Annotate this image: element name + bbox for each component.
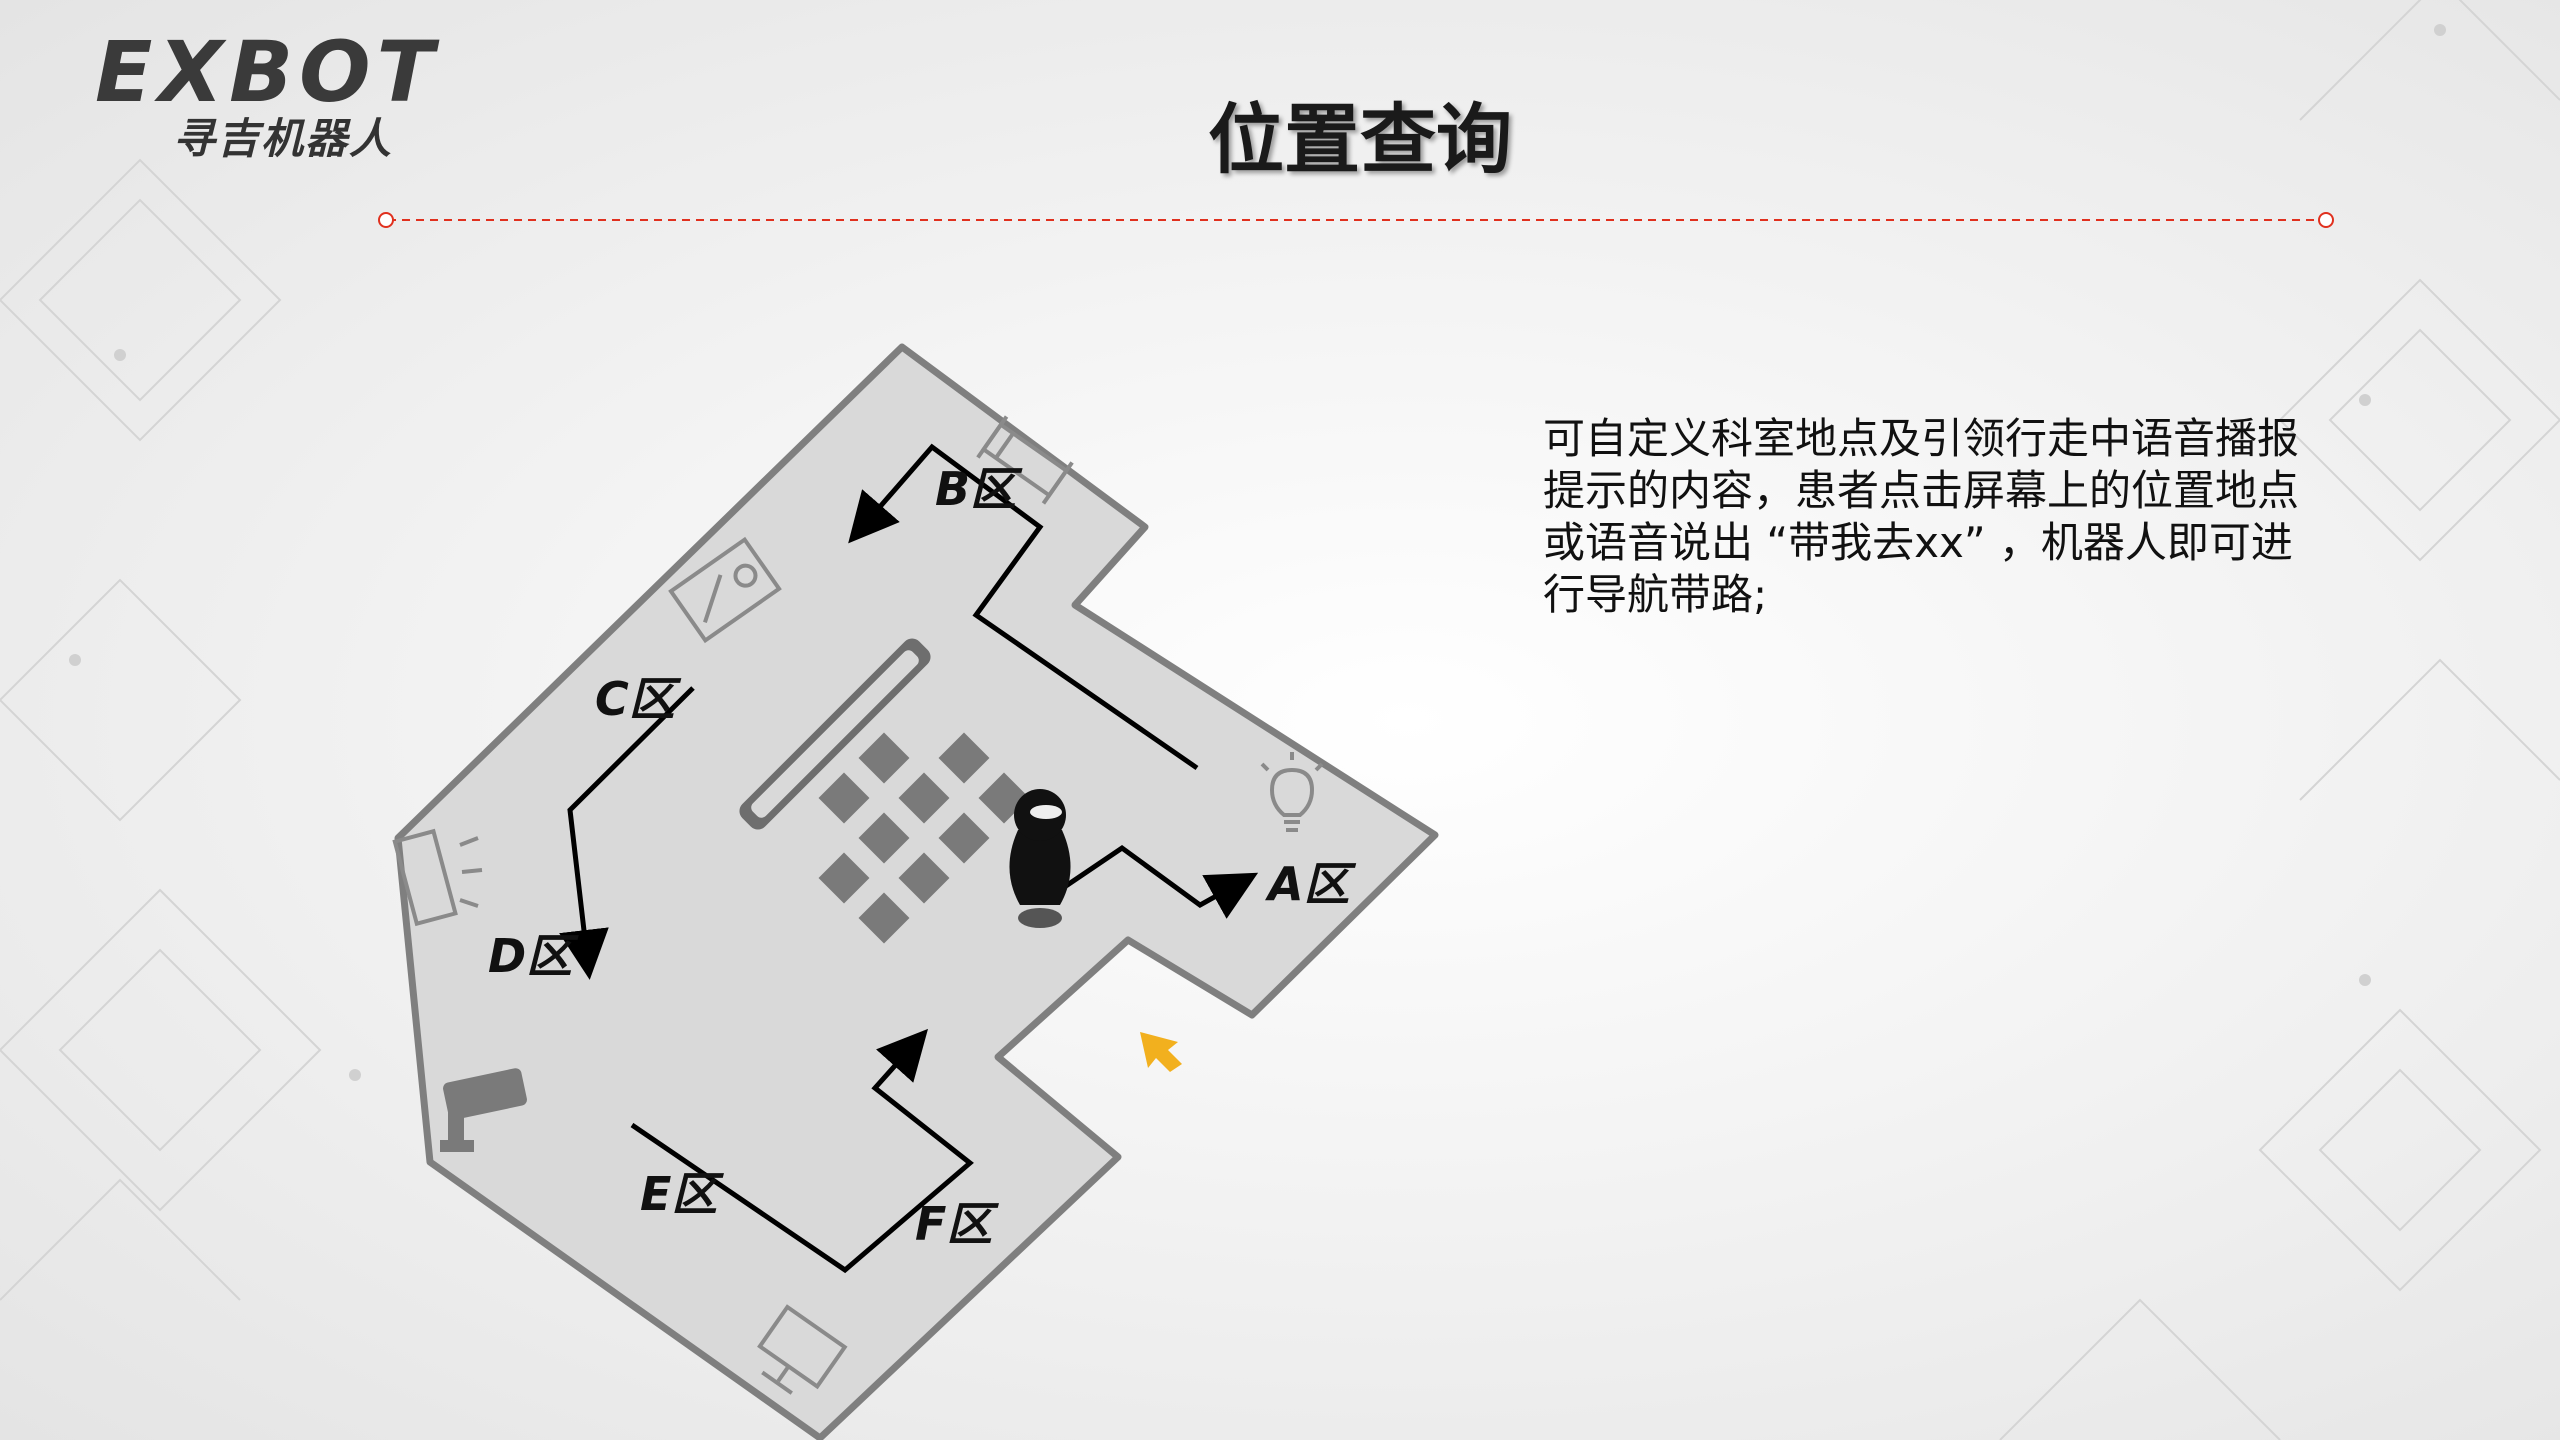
reception-counter <box>739 638 931 830</box>
exbot-logo: EXBOT 寻吉机器人 <box>95 30 475 170</box>
title-divider <box>378 212 2334 228</box>
description-line-2: 提示的内容，患者点击屏幕上的位置地点 <box>1543 466 2300 515</box>
room-label-d[interactable]: D区 <box>488 929 579 983</box>
air-conditioner-icon <box>392 828 483 927</box>
path-to-a <box>1058 844 1259 919</box>
room-label-a[interactable]: A区 <box>1265 857 1357 911</box>
description-line-1: 可自定义科室地点及引领行走中语音播报 <box>1543 414 2300 463</box>
bed-icon <box>976 415 1074 505</box>
path-to-e-f <box>630 1028 974 1274</box>
page-title: 位置查询 <box>1208 95 1512 184</box>
light-bulb-icon <box>1260 752 1324 832</box>
feature-description: 可自定义科室地点及引领行走中语音播报 提示的内容，患者点击屏幕上的位置地点 或语… <box>1543 413 2363 621</box>
room-label-e[interactable]: E区 <box>640 1167 724 1221</box>
security-camera-icon <box>440 1068 527 1152</box>
navigation-paths <box>559 443 1259 1274</box>
room-label-c[interactable]: C区 <box>595 672 682 726</box>
robot-icon <box>1009 789 1071 928</box>
description-line-4: 行导航带路; <box>1543 570 1768 619</box>
path-to-d <box>559 686 695 980</box>
logo-brand: EXBOT <box>95 23 440 121</box>
logo-subtitle: 寻吉机器人 <box>173 114 394 163</box>
path-to-b <box>848 443 1199 771</box>
room-label-f[interactable]: F区 <box>915 1197 999 1251</box>
monitor-icon <box>757 1304 848 1395</box>
entrance-arrow-icon <box>1140 1032 1182 1072</box>
description-line-3: 或语音说出 “带我去xx” ，机器人即可进 <box>1543 518 2293 567</box>
projector-icon <box>668 536 782 644</box>
room-label-b[interactable]: B区 <box>935 462 1023 516</box>
